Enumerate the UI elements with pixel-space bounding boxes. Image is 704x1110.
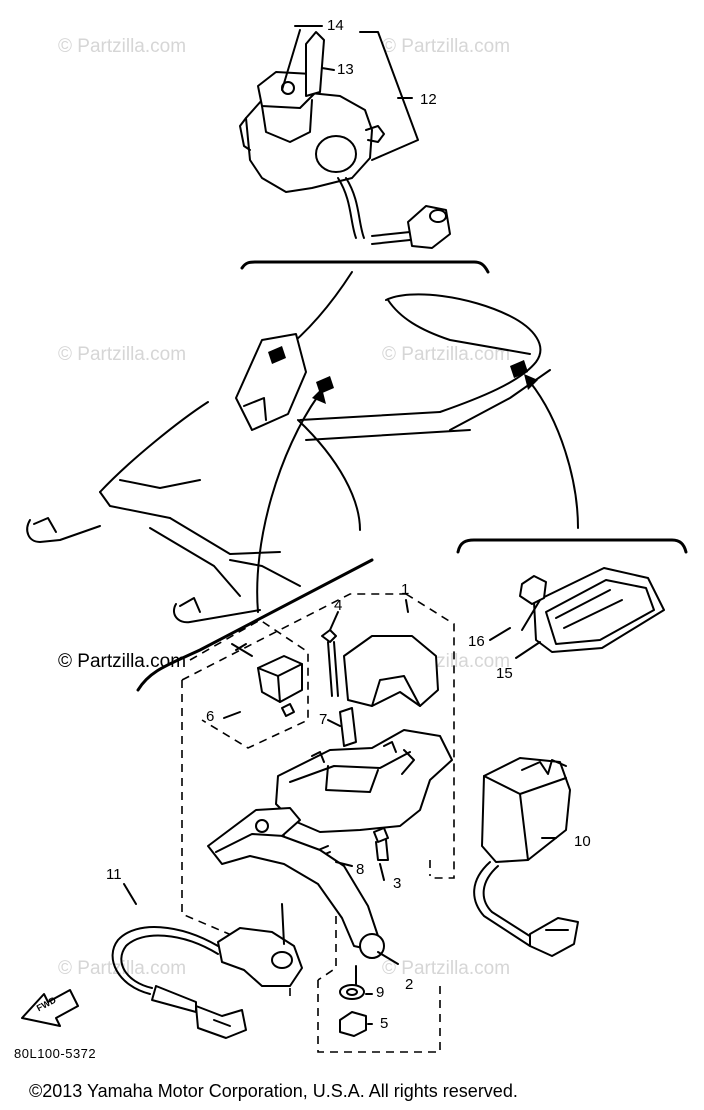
callout-15: 15 <box>496 665 513 682</box>
washer-nut <box>339 984 373 1037</box>
callout-4: 4 <box>334 597 343 614</box>
brake-switch-assembly <box>111 883 303 1039</box>
brake-lever <box>207 807 385 959</box>
copyright-notice: ©2013 Yamaha Motor Corporation, U.S.A. A… <box>29 1081 518 1101</box>
watermark: © Partzilla.com <box>58 36 187 57</box>
watermark: © Partzilla.com <box>58 958 187 979</box>
snowmobile-body <box>26 293 551 624</box>
callout-12: 12 <box>420 91 437 108</box>
front-direction-arrow <box>21 989 79 1027</box>
callout-11: 11 <box>106 866 122 883</box>
callout-3: 3 <box>393 875 402 892</box>
arrow-line <box>256 395 319 613</box>
watermark: © Partzilla.com <box>382 36 511 57</box>
callout-7: 7 <box>319 711 328 728</box>
callout-10: 10 <box>574 833 591 850</box>
callout-13: 13 <box>337 61 354 78</box>
watermark-prominent: © Partzilla.com <box>58 651 187 672</box>
callout-16: 16 <box>468 633 485 650</box>
callout-8: 8 <box>356 861 365 878</box>
detail-bracket-top <box>240 260 490 274</box>
switch-housing-parts <box>231 629 453 865</box>
side-light-assembly <box>515 567 665 659</box>
detail-bracket-main <box>136 558 374 692</box>
callout-9: 9 <box>376 984 385 1001</box>
arrow-line <box>529 381 579 529</box>
diagram-part-code: 80L100-5372 <box>14 1046 97 1061</box>
detail-bracket-light <box>456 538 688 554</box>
callout-14: 14 <box>327 17 344 34</box>
watermark: © Partzilla.com <box>58 344 187 365</box>
callout-6: 6 <box>206 708 215 725</box>
relay-assembly <box>473 757 579 957</box>
callout-leaders <box>223 599 511 985</box>
callout-5: 5 <box>380 1015 389 1032</box>
watermark: © Partzilla.com <box>382 344 511 365</box>
switch-box-assembly <box>239 25 451 249</box>
callout-2: 2 <box>405 976 414 993</box>
callout-1: 1 <box>401 581 410 598</box>
watermark: © Partzilla.com <box>382 958 511 979</box>
